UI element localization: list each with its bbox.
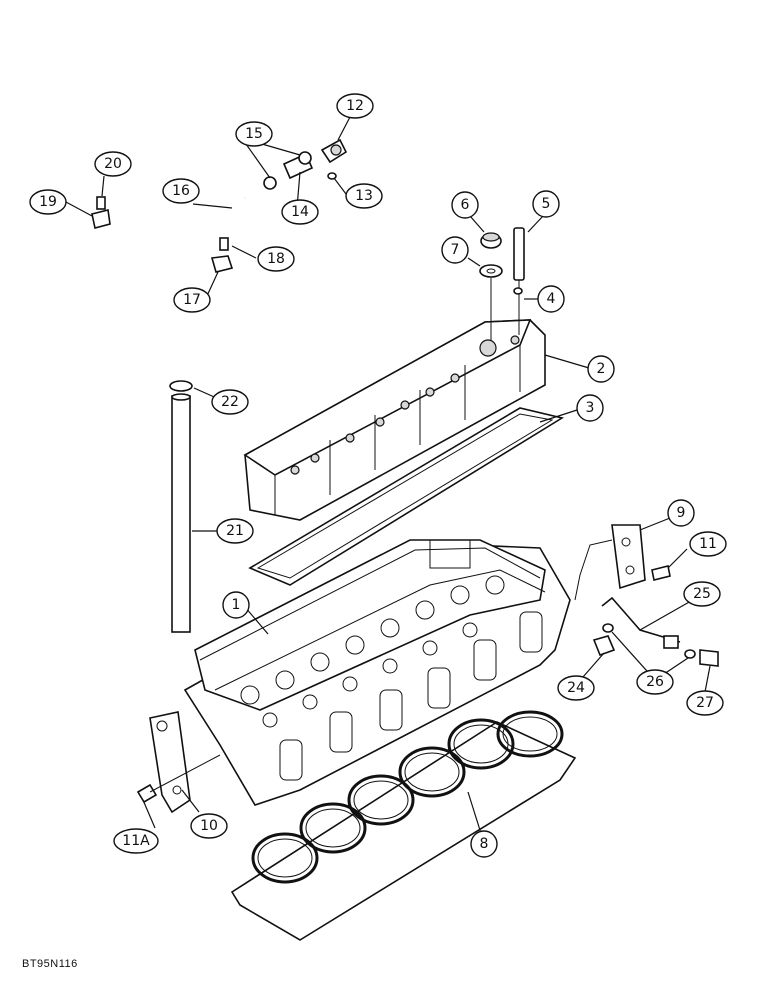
callout-8: 8 [470, 830, 498, 858]
callout-5: 5 [532, 190, 560, 218]
callout-26: 26 [636, 669, 674, 695]
o-ring-small [327, 172, 337, 180]
stud [513, 227, 525, 335]
callout-2: 2 [587, 355, 615, 383]
drain-tube [171, 393, 191, 633]
callout-17: 17 [173, 287, 211, 313]
bolt-clip [219, 237, 229, 251]
svg-text:10: 10 [200, 818, 218, 834]
svg-text:2: 2 [597, 361, 606, 377]
svg-text:19: 19 [39, 194, 57, 210]
svg-text:16: 16 [172, 183, 190, 199]
sealing-washer [602, 623, 696, 659]
svg-text:21: 21 [226, 523, 244, 539]
svg-text:8: 8 [480, 836, 489, 852]
callout-11a: 11A [113, 828, 159, 854]
svg-text:20: 20 [104, 156, 122, 172]
breather-tube [138, 196, 246, 366]
callout-7: 7 [441, 236, 469, 264]
svg-text:17: 17 [183, 292, 201, 308]
svg-text:15: 15 [245, 126, 263, 142]
svg-text:25: 25 [693, 586, 711, 602]
connector [592, 635, 616, 657]
oil-line [601, 596, 681, 649]
svg-text:1: 1 [232, 597, 241, 613]
callout-15: 15 [235, 121, 273, 147]
callout-13: 13 [345, 183, 383, 209]
svg-text:24: 24 [567, 680, 585, 696]
valve-cover [243, 319, 546, 521]
o-ring [513, 287, 523, 295]
svg-text:27: 27 [696, 695, 714, 711]
svg-text:11: 11 [699, 536, 717, 552]
bolt [651, 565, 671, 581]
lifting-bracket-front [149, 711, 191, 814]
clip-lower [91, 209, 111, 229]
callout-1: 1 [222, 591, 250, 619]
callout-9: 9 [667, 499, 695, 527]
callout-3: 3 [576, 394, 604, 422]
clip [210, 255, 234, 273]
lifting-bracket-rear [574, 524, 646, 601]
bolt [136, 754, 221, 804]
o-ring-tube [169, 380, 193, 392]
svg-text:7: 7 [451, 242, 460, 258]
callout-18: 18 [257, 246, 295, 272]
svg-text:4: 4 [547, 291, 556, 307]
callout-4: 4 [537, 285, 565, 313]
svg-text:3: 3 [586, 400, 595, 416]
valve-cover-gasket [248, 407, 565, 586]
callout-24: 24 [557, 675, 595, 701]
svg-text:6: 6 [461, 197, 470, 213]
callout-22: 22 [211, 389, 249, 415]
callout-21: 21 [216, 518, 254, 544]
svg-text:12: 12 [346, 98, 364, 114]
svg-text:14: 14 [291, 204, 309, 220]
seal-washer [479, 264, 503, 340]
callout-10: 10 [190, 813, 228, 839]
callout-19: 19 [29, 189, 67, 215]
callout-25: 25 [683, 581, 721, 607]
svg-text:9: 9 [677, 505, 686, 521]
fitting [699, 649, 719, 667]
head-gasket [230, 710, 577, 941]
callout-11: 11 [689, 531, 727, 557]
callout-16: 16 [162, 178, 200, 204]
callout-14: 14 [281, 199, 319, 225]
breather [320, 138, 348, 164]
callout-27: 27 [686, 690, 724, 716]
oil-filler-cap [480, 232, 502, 249]
callout-20: 20 [94, 151, 132, 177]
svg-text:5: 5 [542, 196, 551, 212]
svg-text:13: 13 [355, 188, 373, 204]
bolt-lower [96, 196, 106, 210]
callout-12: 12 [336, 93, 374, 119]
figure-code: BT95N116 [22, 958, 78, 970]
callout-6: 6 [451, 191, 479, 219]
cylinder-head [183, 539, 571, 806]
svg-text:22: 22 [221, 394, 239, 410]
svg-text:11A: 11A [122, 833, 150, 849]
svg-text:26: 26 [646, 674, 664, 690]
svg-text:18: 18 [267, 251, 285, 267]
